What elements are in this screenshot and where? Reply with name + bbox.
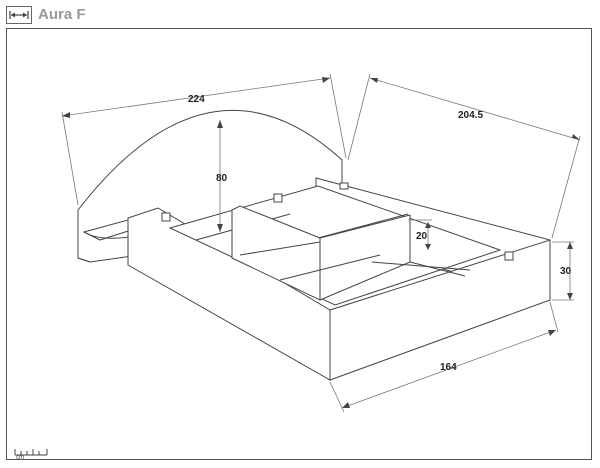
scale-unit-label: cm xyxy=(16,455,24,461)
drawing-frame xyxy=(6,28,592,460)
header: Aura F xyxy=(6,4,592,26)
foot-board xyxy=(329,239,551,381)
dim-224-label: 224 xyxy=(188,94,205,105)
brackets xyxy=(161,182,514,261)
dim-slat-depth: 20 xyxy=(408,219,432,250)
dim-30-label: 30 xyxy=(560,266,572,277)
dim-204-label: 204.5 xyxy=(458,110,483,121)
dim-80-label: 80 xyxy=(216,173,228,184)
dim-frame-height: 30 xyxy=(552,241,574,301)
dim-length: 204.5 xyxy=(347,73,581,239)
dim-headboard-width: 224 xyxy=(61,73,347,206)
dim-164-label: 164 xyxy=(440,362,457,373)
dim-20-label: 20 xyxy=(416,231,428,242)
page-title: Aura F xyxy=(38,6,86,23)
width-arrows-icon xyxy=(6,6,32,24)
dim-frame-width: 164 xyxy=(329,301,559,413)
inner-compartments xyxy=(168,185,502,306)
dim-headboard-height: 80 xyxy=(216,120,228,232)
scale-ruler-icon xyxy=(14,449,48,456)
